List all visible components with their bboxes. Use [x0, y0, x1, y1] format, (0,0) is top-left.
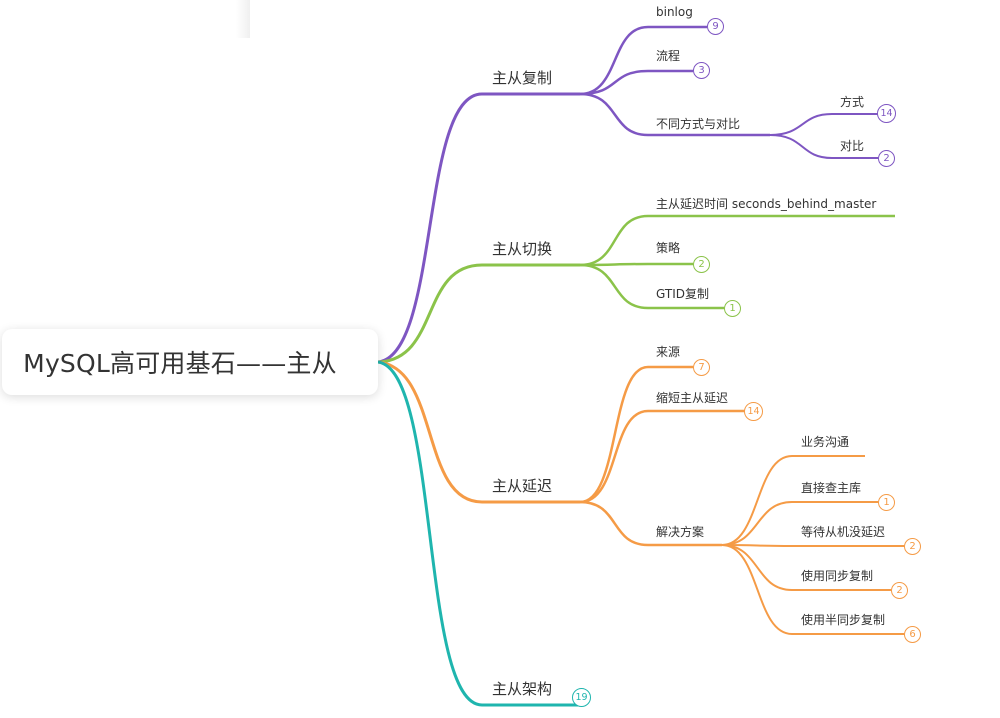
- node-solutions[interactable]: 解决方案: [656, 525, 705, 539]
- badge-methods-count[interactable]: 14: [877, 104, 896, 123]
- connector-semi-sync: [721, 544, 904, 635]
- node-compare[interactable]: 对比: [840, 139, 865, 153]
- connector-root-replication: [377, 92, 580, 364]
- badge-flow-count[interactable]: 3: [693, 62, 710, 79]
- connector-root-switchover: [377, 263, 580, 364]
- badge-gtid-count[interactable]: 1: [724, 300, 741, 317]
- node-methods-compare[interactable]: 不同方式与对比: [656, 117, 741, 131]
- node-architecture[interactable]: 主从架构: [492, 680, 553, 698]
- connector-root-delay: [377, 360, 580, 504]
- connector-solutions: [579, 500, 722, 547]
- badge-semi-sync-count[interactable]: 6: [904, 626, 921, 643]
- connector-communicate: [721, 455, 865, 546]
- node-source[interactable]: 来源: [656, 345, 681, 359]
- node-semi-sync[interactable]: 使用半同步复制: [801, 613, 886, 627]
- connector-sync-repl: [721, 544, 891, 591]
- node-flow[interactable]: 流程: [656, 49, 681, 63]
- root-label: MySQL高可用基石——主从: [23, 349, 337, 378]
- badge-architecture-count[interactable]: 19: [572, 688, 591, 707]
- connector-strategy: [579, 262, 693, 267]
- node-switchover[interactable]: 主从切换: [492, 240, 553, 258]
- node-gtid[interactable]: GTID复制: [656, 287, 709, 301]
- node-strategy[interactable]: 策略: [656, 241, 681, 255]
- node-query-master[interactable]: 直接查主库: [801, 481, 862, 495]
- connector-gtid: [579, 263, 724, 310]
- connector-binlog: [579, 25, 707, 96]
- node-sync-repl[interactable]: 使用同步复制: [801, 569, 874, 583]
- connector-methods-compare: [579, 92, 770, 137]
- badge-compare-count[interactable]: 2: [878, 150, 895, 167]
- node-binlog[interactable]: binlog: [656, 5, 693, 19]
- node-replication[interactable]: 主从复制: [492, 69, 553, 87]
- badge-sync-repl-count[interactable]: 2: [891, 582, 908, 599]
- node-shorten[interactable]: 缩短主从延迟: [656, 391, 729, 405]
- badge-wait-slave-count[interactable]: 2: [904, 538, 921, 555]
- badge-strategy-count[interactable]: 2: [693, 256, 710, 273]
- badge-binlog-count[interactable]: 9: [707, 18, 724, 35]
- node-wait-slave[interactable]: 等待从机没延迟: [801, 525, 886, 539]
- connector-methods: [769, 113, 878, 136]
- top-scroll-shadow: [236, 0, 250, 38]
- node-communicate[interactable]: 业务沟通: [801, 435, 850, 449]
- connector-shorten: [579, 409, 746, 504]
- node-delay[interactable]: 主从延迟: [492, 477, 553, 495]
- connector-query-master: [721, 501, 878, 546]
- connector-root-architecture: [377, 360, 580, 707]
- connector-flow: [579, 69, 693, 96]
- node-methods[interactable]: 方式: [840, 95, 865, 109]
- node-delay-time[interactable]: 主从延迟时间 seconds_behind_master: [656, 197, 877, 211]
- badge-query-master-count[interactable]: 1: [878, 494, 895, 511]
- connector-delay-time: [579, 214, 895, 267]
- connector-compare: [769, 134, 878, 159]
- connector-source: [579, 365, 693, 504]
- root-node[interactable]: MySQL高可用基石——主从: [2, 329, 378, 395]
- connector-wait-slave: [721, 544, 904, 547]
- badge-shorten-count[interactable]: 14: [744, 402, 763, 421]
- badge-source-count[interactable]: 7: [693, 359, 710, 376]
